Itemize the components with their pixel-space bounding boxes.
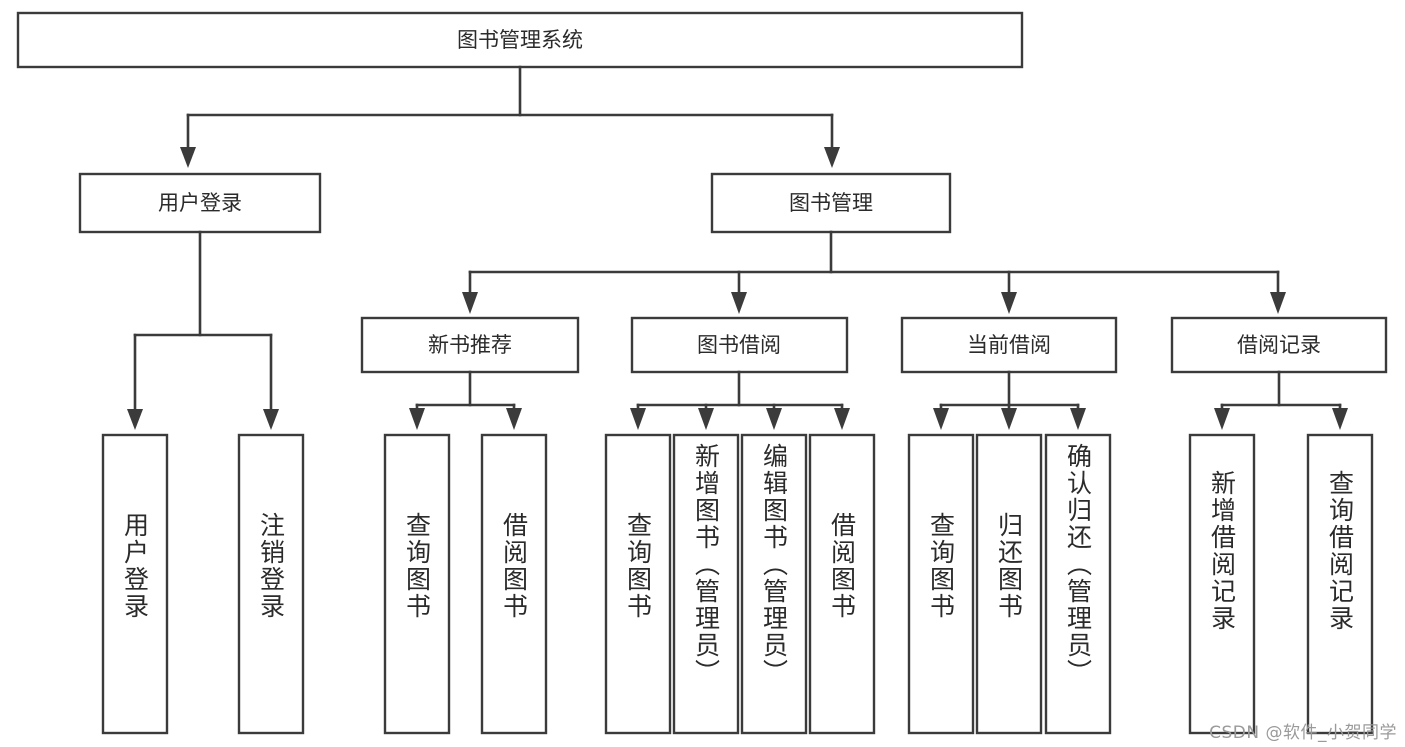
node-current-borrow-label: 当前借阅 xyxy=(967,333,1051,357)
node-borrow-record-label: 借阅记录 xyxy=(1237,333,1321,357)
leaf-box-user-login[interactable] xyxy=(101,433,169,735)
arrow-head-icon xyxy=(1001,408,1017,430)
node-user-login[interactable]: 用户登录 xyxy=(78,172,322,234)
leaf-box-add-borrow-record[interactable] xyxy=(1188,433,1256,735)
leaf-box-edit-book-admin[interactable] xyxy=(740,433,808,735)
arrow-head-icon xyxy=(1001,292,1017,314)
arrow-head-icon xyxy=(933,408,949,430)
connector-borrow-record-to-leaves xyxy=(1214,370,1348,430)
leaf-box-query-book-3[interactable] xyxy=(907,433,975,735)
node-user-login-label: 用户登录 xyxy=(158,191,242,215)
arrow-head-icon xyxy=(506,408,522,430)
node-borrow-record[interactable]: 借阅记录 xyxy=(1170,316,1388,374)
node-book-borrow-label: 图书借阅 xyxy=(697,333,781,357)
arrow-head-icon xyxy=(824,147,840,168)
node-new-book-recommend-label: 新书推荐 xyxy=(428,333,512,357)
arrow-head-icon xyxy=(766,408,782,430)
connector-book-manage-to-level3 xyxy=(462,230,1286,314)
leaf-box-logout[interactable] xyxy=(237,433,305,735)
node-current-borrow-box[interactable] xyxy=(900,316,1118,374)
leaf-box-query-book-2[interactable] xyxy=(604,433,672,735)
leaf-box-return-book[interactable] xyxy=(975,433,1043,735)
connector-user-login-to-leaves xyxy=(127,230,279,430)
leaf-box-borrow-book-2[interactable] xyxy=(808,433,876,735)
node-root[interactable]: 图书管理系统 xyxy=(16,11,1024,69)
leaf-box-confirm-return-admin[interactable] xyxy=(1044,433,1112,735)
connector-current-borrow-to-leaves xyxy=(933,370,1086,430)
node-new-book-recommend-box[interactable] xyxy=(360,316,580,374)
arrow-head-icon xyxy=(263,409,279,430)
node-root-label: 图书管理系统 xyxy=(457,28,583,52)
arrow-head-icon xyxy=(1214,408,1230,430)
leaf-box-query-book-1[interactable] xyxy=(383,433,451,735)
arrow-head-icon xyxy=(1270,292,1286,314)
arrow-head-icon xyxy=(1332,408,1348,430)
leaf-box-add-book-admin[interactable] xyxy=(672,433,740,735)
node-user-login-box[interactable] xyxy=(78,172,322,234)
connector-root-to-level2 xyxy=(180,65,840,168)
node-current-borrow[interactable]: 当前借阅 xyxy=(900,316,1118,374)
node-book-borrow[interactable]: 图书借阅 xyxy=(630,316,849,374)
arrow-head-icon xyxy=(630,408,646,430)
connector-new-book-recommend-to-leaves xyxy=(409,370,522,430)
arrow-head-icon xyxy=(409,408,425,430)
node-root-box[interactable] xyxy=(16,11,1024,69)
arrow-head-icon xyxy=(180,147,196,168)
watermark-text: CSDN @软件_小贺同学 xyxy=(1209,723,1397,743)
arrow-head-icon xyxy=(462,292,478,314)
connector-book-borrow-to-leaves xyxy=(630,370,850,430)
node-book-manage-label: 图书管理 xyxy=(789,191,873,215)
leaf-box-query-borrow-record[interactable] xyxy=(1306,433,1374,735)
arrow-head-icon xyxy=(698,408,714,430)
node-book-manage[interactable]: 图书管理 xyxy=(710,172,952,234)
node-new-book-recommend[interactable]: 新书推荐 xyxy=(360,316,580,374)
arrow-head-icon xyxy=(1070,408,1086,430)
leaf-box-borrow-book-1[interactable] xyxy=(480,433,548,735)
arrow-head-icon xyxy=(731,292,747,314)
arrow-head-icon xyxy=(834,408,850,430)
arrow-head-icon xyxy=(127,409,143,430)
